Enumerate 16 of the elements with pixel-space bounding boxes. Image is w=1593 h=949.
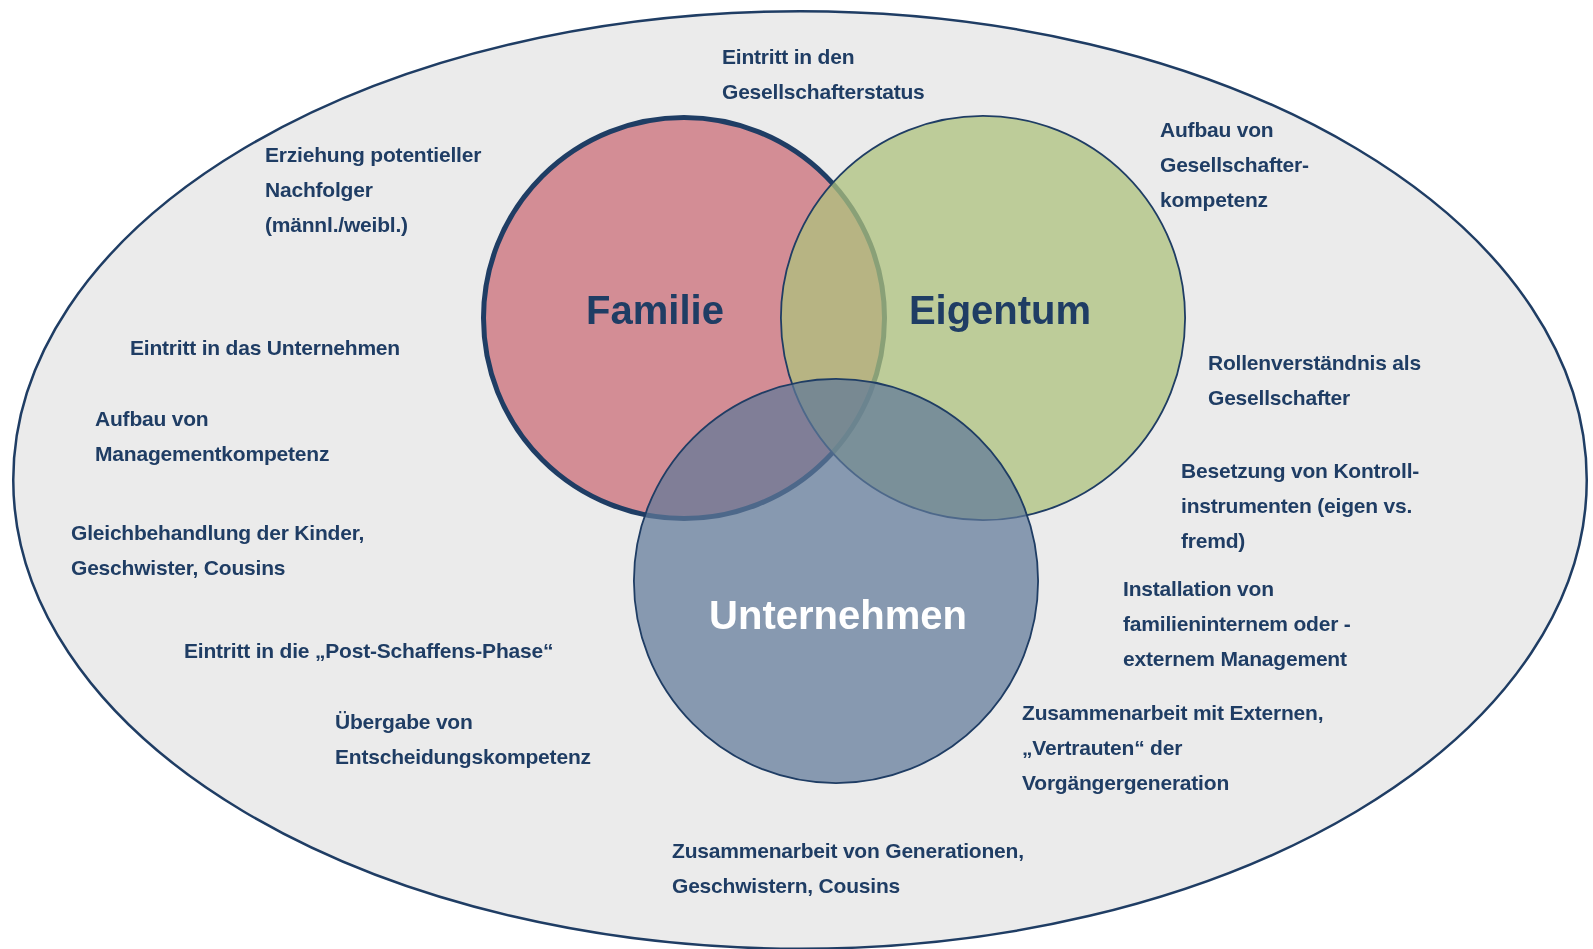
annotation-text: Aufbau von Managementkompetenz	[95, 406, 331, 467]
annotation-text: Gleichbehandlung der Kinder, Geschwister, Cousins	[71, 520, 366, 581]
annotation-text: Eintritt in die „Post-Schaffens-Phase“	[184, 638, 554, 664]
annotation-text: Zusammenarbeit von Generationen, Geschwistern, Cousins	[672, 838, 1025, 899]
annotation-text: Übergabe von Entscheidungskompetenz	[335, 709, 592, 770]
annotation-text: Eintritt in den Gesellschafterstatus	[722, 44, 926, 105]
annotation-text: Erziehung potentieller Nachfolger (männl./weibl.)	[265, 142, 483, 238]
annotation-text: Besetzung von Kontroll- instrumenten (eigen vs. fremd)	[1181, 458, 1421, 554]
annotation-text: Aufbau von Gesellschafter- kompetenz	[1160, 117, 1310, 213]
annotation-text: Installation von familieninternem oder -externem Management	[1123, 576, 1352, 672]
circle-title: Unternehmen	[709, 592, 967, 638]
annotation-text: Zusammenarbeit mit Externen, „Vertrauten“ der Vorgängergeneration	[1022, 700, 1325, 796]
annotation-text: Eintritt in das Unternehmen	[130, 335, 400, 361]
annotation-text: Rollenverständnis als Gesellschafter	[1208, 350, 1422, 411]
circle-title: Eigentum	[908, 287, 1092, 333]
circle-title: Familie	[586, 287, 724, 333]
